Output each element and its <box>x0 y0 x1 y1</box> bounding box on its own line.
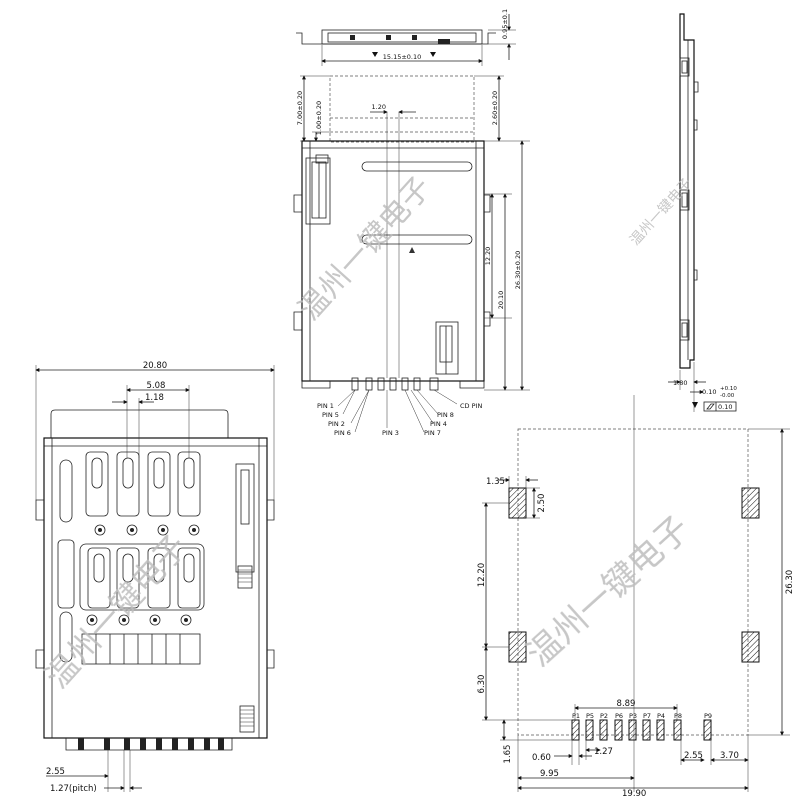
pad-labels: P1 P5 P2 P6 P3 P7 P4 P8 P9 <box>572 712 712 720</box>
pin-label-8: PIN 8 <box>437 411 454 419</box>
fp-1-65: 1.65 <box>503 745 513 764</box>
upper-holes <box>94 524 200 536</box>
watermark-bottom-left: 温州一键电子 <box>38 527 195 695</box>
dim-1-20: 1.20 <box>372 103 386 111</box>
pin-label-7: PIN 7 <box>424 429 441 437</box>
upper-contacts <box>85 451 201 517</box>
pad-label-p4: P4 <box>657 712 665 720</box>
side-flatness: 0.10 <box>718 403 732 411</box>
cd-pin-label: CD PIN <box>460 402 482 410</box>
dim-1-00: 1.00±0.20 <box>315 101 323 135</box>
side-view: 1.80 0.10 +0.10 -0.00 0.10 <box>668 13 737 412</box>
pin-label-3: PIN 3 <box>382 429 399 437</box>
pad-label-p2: P2 <box>600 712 608 720</box>
pin-label-6: PIN 6 <box>334 429 351 437</box>
pad-label-p1: P1 <box>572 712 580 720</box>
top-width-dim: 15.15±0.10 <box>383 53 422 61</box>
side-tol-plus: +0.10 <box>720 386 737 392</box>
fp-2-55: 2.55 <box>684 751 703 761</box>
lower-contacts <box>79 543 205 611</box>
pad-label-p9: P9 <box>704 712 712 720</box>
main-view: PIN 1 PIN 5 PIN 2 PIN 6 PIN 3 PIN 7 PIN … <box>293 75 530 437</box>
pin-label-4: PIN 4 <box>430 420 447 428</box>
pad-mid-right <box>741 631 760 663</box>
dim-pitch: 1.27(pitch) <box>50 784 97 794</box>
fp-9-95: 9.95 <box>540 769 559 779</box>
pad-label-p7: P7 <box>643 712 651 720</box>
side-tol-minus: -0.00 <box>720 393 735 399</box>
main-pins <box>351 377 439 391</box>
fp-6-30: 6.30 <box>477 675 487 694</box>
pad-label-p3: P3 <box>629 712 637 720</box>
dim-1-18: 1.18 <box>145 393 164 403</box>
watermarks: 温州一键电子 温州一键电子 温州一键电子 温州一键电子 <box>38 170 698 695</box>
side-tol-main: 0.10 <box>702 388 716 396</box>
pad-label-p5: P5 <box>586 712 594 720</box>
bottom-view: 20.80 5.08 1.18 2.55 1.27(pitch) <box>35 361 275 794</box>
side-1-80: 1.80 <box>673 379 687 387</box>
fp-19-90: 19.90 <box>622 789 646 799</box>
pad-label-p8: P8 <box>674 712 682 720</box>
dim-5-08: 5.08 <box>147 381 166 391</box>
fp-1-27: 1.27 <box>594 747 613 757</box>
footprint-view: P1 P5 P2 P6 P3 P7 P4 P8 P9 1.35 2.50 12.… <box>477 395 795 799</box>
fp-3-70: 3.70 <box>720 751 739 761</box>
fp-1-35: 1.35 <box>486 477 505 487</box>
fp-2-50: 2.50 <box>537 494 547 513</box>
pad-top-left <box>508 487 527 519</box>
bottom-pins <box>78 738 224 750</box>
pin-label-1: PIN 1 <box>317 402 334 410</box>
fp-26-30: 26.30 <box>785 570 795 594</box>
dim-7-00: 7.00±0.20 <box>296 91 304 125</box>
dim-20-10: 20.10 <box>497 291 505 310</box>
pad-label-p6: P6 <box>615 712 623 720</box>
pad-top-right <box>741 487 760 519</box>
pin-label-5: PIN 5 <box>322 411 339 419</box>
pin-label-2: PIN 2 <box>328 420 345 428</box>
fp-12-20: 12.20 <box>477 563 487 587</box>
fp-8-89: 8.89 <box>617 699 636 709</box>
dim-26-30: 26.30±0.20 <box>514 251 522 290</box>
top-view: 15.15±0.10 0.95±0.1 <box>296 9 516 66</box>
fp-0-60: 0.60 <box>532 753 551 763</box>
dim-2-60: 2.60±0.20 <box>491 91 499 125</box>
dim-12-20: 12.20 <box>484 247 492 266</box>
dim-20-80: 20.80 <box>143 361 167 371</box>
lower-holes <box>86 614 192 626</box>
watermark-footprint: 温州一键电子 <box>519 508 697 674</box>
signal-pads <box>571 719 712 741</box>
top-thickness-dim: 0.95±0.1 <box>501 9 509 39</box>
watermark-main: 温州一键电子 <box>292 170 438 327</box>
dim-2-55: 2.55 <box>46 767 65 777</box>
watermark-side: 温州一键电子 <box>627 176 695 249</box>
